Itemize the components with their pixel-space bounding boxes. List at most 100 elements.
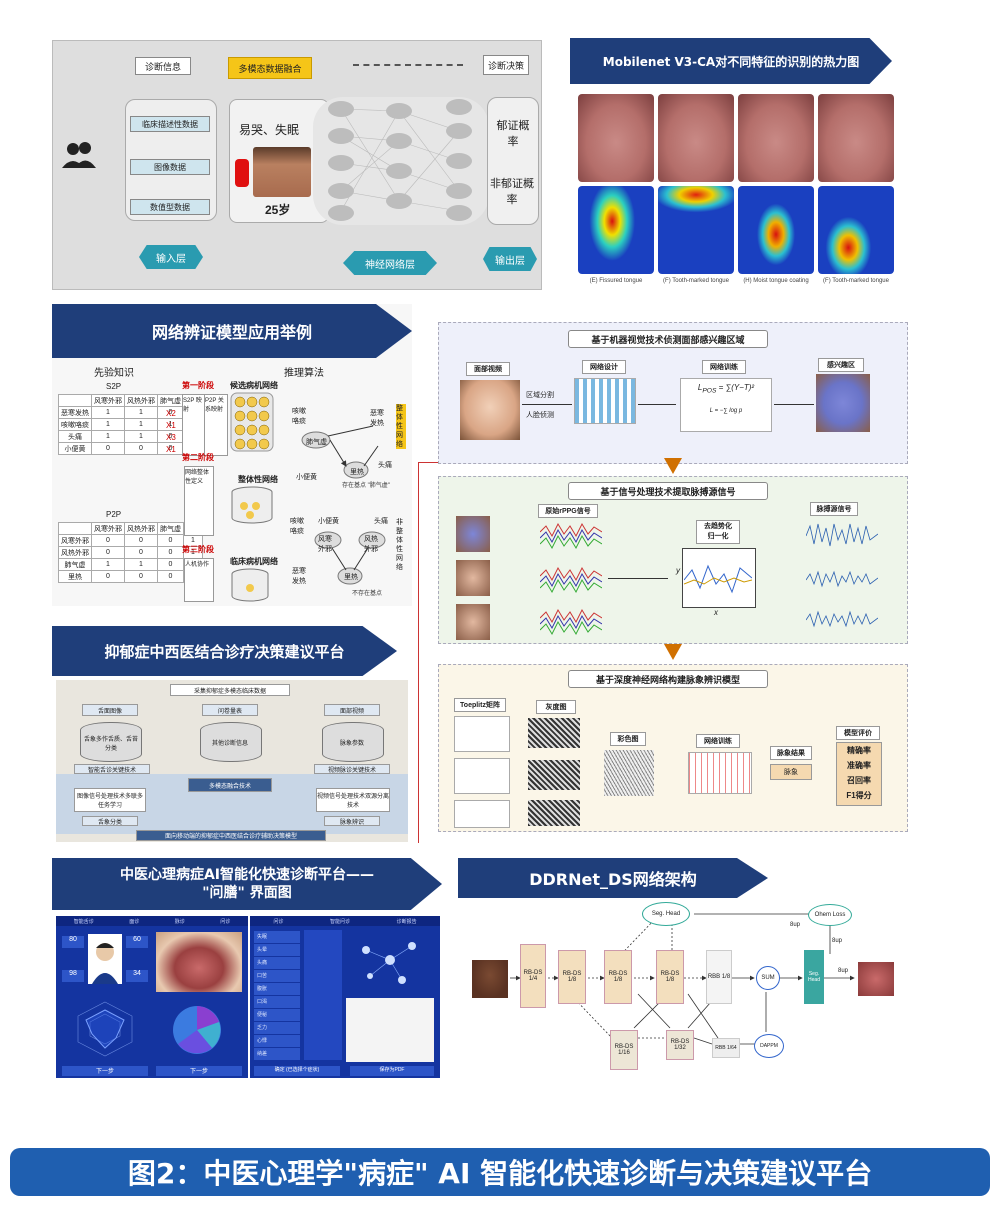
axis-y: y	[676, 566, 680, 575]
menu-item-1[interactable]: 失眠	[254, 931, 300, 943]
tab-7[interactable]: 诊断报告	[396, 918, 417, 925]
face-video-label: 面部视频	[466, 362, 510, 376]
metric-recall: 召回率	[847, 776, 871, 785]
stat-3: 98	[62, 970, 84, 982]
users-icon	[61, 141, 97, 169]
tab-4[interactable]: 问诊	[220, 918, 231, 925]
up-label-3: 8up	[838, 968, 849, 974]
wenshan-title: 中医心理病症AI智能化快速诊断平台—— "问膳" 界面图	[52, 858, 442, 910]
train-chart	[688, 752, 752, 794]
nn-layer-label: 神经网络层	[343, 251, 437, 275]
tongue-photo-3	[738, 94, 814, 182]
block-1: RB-DS 1/4	[520, 944, 546, 1008]
note-2: 不存在基点	[352, 591, 383, 597]
stage2-label: 第二阶段	[182, 453, 214, 462]
db2-text: 其他诊断信息	[211, 741, 248, 747]
ddrnet-links	[510, 913, 855, 1045]
block-8: RBB 1/64	[712, 1038, 740, 1058]
output-group	[487, 97, 539, 225]
heatmap-4	[818, 186, 894, 274]
knowledge-graph	[362, 942, 416, 984]
candidate-grid	[230, 392, 274, 452]
next-button-2[interactable]: 下一步	[156, 1066, 242, 1076]
caption-1: (E) Fissured tongue	[589, 278, 643, 284]
col3-box: 面部视频	[324, 704, 380, 716]
node-cough-2: 咳嗽咯痰	[290, 518, 304, 535]
detrend-text: 去趋势化	[704, 523, 732, 530]
nonyu-prob: 非郁证概率	[490, 178, 534, 206]
menu-item-2[interactable]: 头晕	[254, 944, 300, 956]
menu-item-4[interactable]: 口苦	[254, 970, 300, 982]
decision-platform-panel: 抑郁症中西医结合诊疗决策建议平台 采集抑郁症多模态临床数据 舌面图像 问卷量表 …	[52, 626, 412, 844]
node-fengre: 风热外邪	[364, 536, 378, 553]
candidate-label: 候选病机网络	[230, 381, 278, 390]
tab-5[interactable]: 问诊	[273, 918, 284, 925]
ui-right: 问诊 智能问诊 诊断报告 失眠 头晕 头痛 口苦 腹胀 口渴 便秘 乏力 心悸 …	[250, 916, 440, 1078]
menu-item-6[interactable]: 口渴	[254, 996, 300, 1008]
gray-img-1	[528, 718, 580, 748]
arrow-1	[522, 404, 572, 405]
clinical-data-label: 临床描述性数据	[130, 116, 210, 132]
node-urine-2: 小便黄	[318, 518, 339, 525]
s2p-table-title: S2P	[106, 382, 122, 391]
red-marker	[235, 159, 249, 187]
ddrnet-panel: DDRNet_DS网络架构 Seg. Head Ohem Loss 8up	[458, 858, 908, 1078]
tab-1[interactable]: 智能舌诊	[73, 918, 94, 925]
merge-line	[608, 578, 668, 579]
pulse-src-label: 脉搏源信号	[810, 502, 858, 516]
dashed-arrow	[353, 64, 463, 66]
node-lire-1: 里热	[350, 469, 364, 476]
gray-label: 灰度图	[536, 700, 576, 714]
tab-2[interactable]: 面诊	[129, 918, 140, 925]
normalize-text: 归一化	[707, 533, 729, 540]
menu-item-7[interactable]: 便秘	[254, 1009, 300, 1021]
caption-2: (F) Tooth-marked tongue	[663, 278, 729, 284]
stage2-box: 网络整体性定义	[184, 466, 214, 536]
roi-label: 感兴趣区	[818, 358, 864, 372]
heatmap-2	[658, 186, 734, 274]
result-label: 脉象结果	[770, 746, 812, 760]
toeplitz-label: Toeplitz矩阵	[454, 698, 506, 712]
pulse-src-signals	[806, 523, 878, 628]
decision-platform-title: 抑郁症中西医结合诊疗决策建议平台	[52, 626, 397, 676]
net-design-image	[574, 378, 636, 424]
next-button[interactable]: 下一步	[62, 1066, 148, 1076]
section3-bg	[438, 664, 908, 832]
reasoning-label: 推理算法	[284, 368, 324, 379]
note-1: 存在基点 "肺气虚"	[342, 483, 390, 489]
block-3: RB-DS 1/8	[604, 950, 632, 1004]
dappm-node: DAPPM	[754, 1034, 784, 1058]
menu-item-3[interactable]: 头痛	[254, 957, 300, 969]
tongue-photo-ui	[156, 932, 242, 992]
food-card	[346, 998, 434, 1062]
tab-6[interactable]: 智能问诊	[329, 918, 350, 925]
block-2: RB-DS 1/8	[558, 950, 586, 1004]
yu-prob: 郁证概率	[496, 120, 530, 148]
block-6: RB-DS 1/16	[610, 1030, 638, 1070]
collect-box: 采集抑郁症多模态临床数据	[170, 684, 290, 696]
face-detect-label: 人脸侦测	[526, 412, 554, 419]
avatar	[88, 934, 122, 984]
menu-item-8[interactable]: 乏力	[254, 1022, 300, 1034]
export-button[interactable]: 保存为PDF	[350, 1066, 434, 1076]
tab-3[interactable]: 脉诊	[174, 918, 185, 925]
axis-x: x	[714, 608, 718, 617]
matrix-1	[454, 716, 510, 752]
radar-chart	[77, 1001, 133, 1057]
heatmap-title: Mobilenet V3-CA对不同特征的识别的热力图	[570, 38, 892, 84]
clinical-db	[231, 568, 269, 602]
stat-1: 80	[62, 936, 84, 948]
p2p-table-title: P2P	[106, 510, 122, 519]
block-7: RB-DS 1/32	[666, 1030, 694, 1060]
input-face	[472, 960, 508, 998]
heatmap-3	[738, 186, 814, 274]
network-syndrome-title: 网络辨证模型应用举例	[52, 304, 412, 358]
menu-item-5[interactable]: 腹胀	[254, 983, 300, 995]
tongue-photo-1	[578, 94, 654, 182]
node-feiqi-1: 肺气虚	[306, 439, 327, 446]
down-arrow-1	[664, 458, 682, 474]
menu-item-9[interactable]: 心悸	[254, 1035, 300, 1047]
confirm-button[interactable]: 确定 (已选择个症状)	[254, 1066, 340, 1076]
wenshan-title-line2: "问膳" 界面图	[202, 885, 292, 901]
menu-item-10[interactable]: 纳差	[254, 1048, 300, 1060]
